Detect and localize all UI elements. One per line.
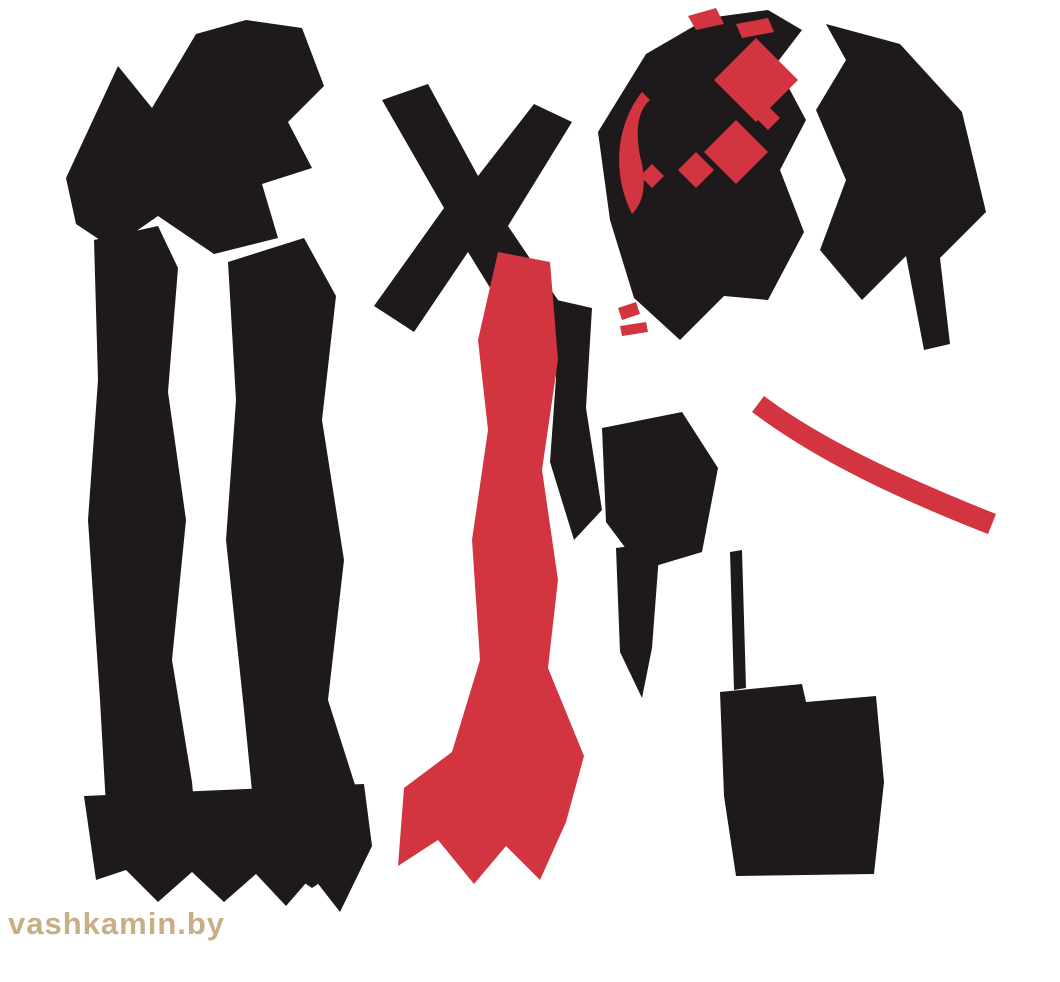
red-tick-b	[620, 322, 648, 336]
ink-middle-strip-a	[548, 298, 602, 540]
red-dot	[640, 164, 664, 188]
ink-speckle-icon	[221, 68, 235, 82]
ink-thin-vertical	[730, 550, 746, 690]
ink-middle-mass	[602, 412, 718, 570]
red-center-ribbon	[398, 252, 584, 884]
ink-top-left-cluster	[66, 20, 324, 254]
red-diamond-large	[714, 38, 798, 122]
ink-speckle-icon	[197, 78, 211, 92]
ink-top-right-mass-b	[816, 24, 986, 350]
ink-left-base-jagged	[84, 784, 372, 912]
watermark-text: vashkamin.by	[8, 906, 226, 941]
red-arc-swoosh	[752, 396, 996, 534]
red-diamond-tiny	[756, 106, 780, 130]
ink-right-block	[720, 684, 884, 876]
ink-left-column-b	[226, 238, 366, 888]
red-top-chip-a	[688, 8, 724, 30]
ink-middle-strip-b	[616, 542, 660, 698]
red-diamond-small	[678, 152, 714, 188]
red-diamond-mid	[704, 120, 768, 184]
red-top-chip-b	[736, 18, 774, 38]
ink-left-column-a	[88, 226, 198, 872]
red-tick-a	[618, 302, 640, 320]
red-crescent	[619, 92, 650, 214]
ink-speckle-icon	[204, 48, 220, 64]
